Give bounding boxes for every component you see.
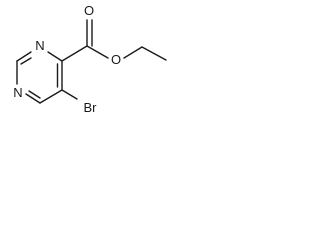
bond-c2-n3-inner xyxy=(20,57,32,65)
bond-n3-c4 xyxy=(47,51,63,62)
ester-group xyxy=(61,19,167,62)
atom-br: Br xyxy=(84,100,98,115)
bond-ch2-ch3 xyxy=(141,46,167,61)
bond-carbonyl-ester-o xyxy=(86,45,109,59)
bond-ester-o-ch2 xyxy=(123,46,143,59)
bond-c5-br xyxy=(61,89,78,100)
pyrimidine-ring xyxy=(16,51,63,104)
atom-n-upper: N xyxy=(35,38,44,53)
bond-c6-n1 xyxy=(25,93,41,104)
molecule-structure: N N O O Br xyxy=(13,3,167,115)
atom-o-carbonyl: O xyxy=(84,3,94,18)
bond-c6-n1-inner xyxy=(28,90,41,99)
bond-c2-n3 xyxy=(16,51,32,62)
bond-c4-carbonyl-c xyxy=(61,45,88,62)
atom-n-lower: N xyxy=(13,85,22,100)
atom-o-ester: O xyxy=(111,52,121,67)
bond-c5-c6 xyxy=(39,89,63,104)
